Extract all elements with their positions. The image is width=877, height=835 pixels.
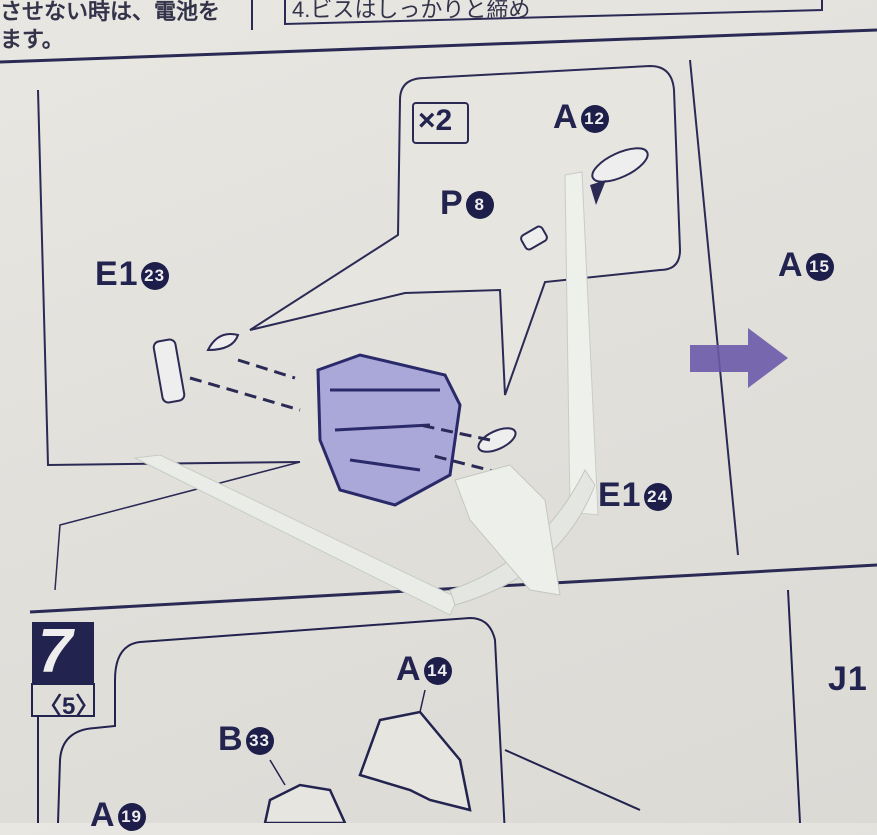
callout-bubble [249,64,682,396]
part-a14 [358,710,472,812]
note-text: 4.ビスはしっかりと締め [292,0,531,22]
multiplier-label: ×2 [418,104,453,137]
part-piece [477,427,517,453]
assembly-body [316,353,462,507]
step-frame [37,89,301,467]
step-sub-number: 〈5〉 [38,693,100,720]
part-a12 [591,147,649,183]
step-number-box [32,622,94,684]
plastic-part [564,171,599,516]
step-number: 7 [38,617,73,686]
insert-arrow [590,180,606,205]
part-label-j1: J1 [828,660,868,698]
note-box [284,0,823,26]
top-divider [0,28,877,64]
callout-line [54,461,301,591]
next-step-arrow [690,328,788,388]
part-piece [206,333,240,352]
step7-frame [114,616,506,823]
step-divider [689,59,739,556]
note-text: させない時は、電池を [0,0,221,24]
plastic-part [454,464,561,596]
note-text: ます。 [0,27,64,52]
part-b33 [263,783,347,823]
multiplier-box [412,102,469,144]
part-e1-23 [152,338,186,404]
part-p8 [520,225,548,251]
dashed-arrows [189,358,521,480]
